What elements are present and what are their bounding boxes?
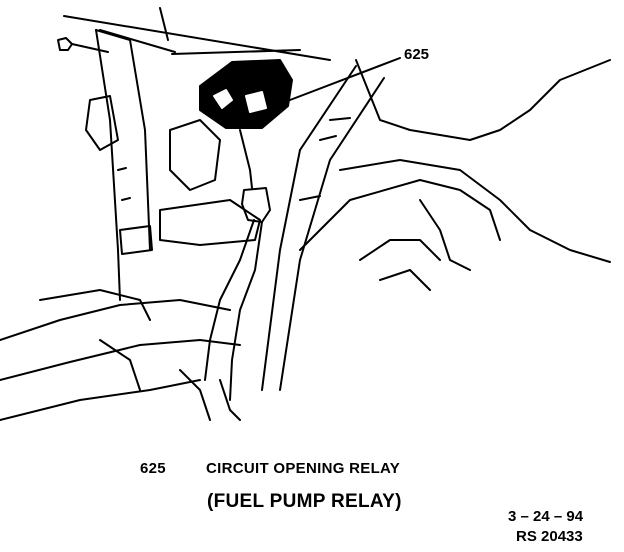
date-code: 3 – 24 – 94 bbox=[508, 508, 584, 525]
legend-subname: (FUEL PUMP RELAY) bbox=[207, 491, 402, 512]
legend-name: CIRCUIT OPENING RELAY bbox=[206, 460, 401, 477]
wiring-harness bbox=[204, 219, 255, 381]
screw-icon bbox=[57, 37, 109, 53]
interior-panel bbox=[169, 119, 221, 191]
callout-leader bbox=[289, 57, 401, 101]
relay-icon bbox=[199, 59, 293, 129]
legend-number: 625 bbox=[140, 460, 166, 477]
pillar-panel bbox=[261, 65, 385, 391]
pillar-outer bbox=[95, 29, 151, 301]
reference-code: RS 20433 bbox=[516, 528, 583, 545]
callout-label: 625 bbox=[404, 46, 430, 63]
legend-entry: 625 CIRCUIT OPENING RELAY bbox=[140, 460, 400, 477]
roof-line bbox=[63, 7, 331, 61]
wheel-well bbox=[355, 59, 611, 141]
floor-rails bbox=[0, 299, 241, 421]
